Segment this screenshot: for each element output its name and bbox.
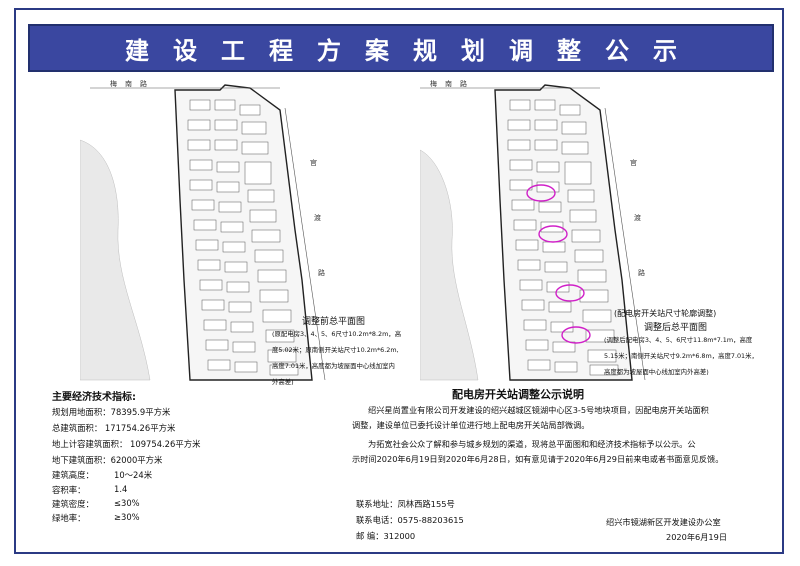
road-label: 梅: [430, 80, 437, 88]
caption-after-line: (调整后配电房3、4、5、6尺寸11.8m*7.1m，高度: [604, 336, 753, 344]
contact-postcode: 邮 编：312000: [356, 531, 416, 541]
notice-paragraph: 绍兴星尚置业有限公司开发建设的绍兴越城区镜湖中心区3-5号地块项目，因配电房开关…: [368, 405, 709, 415]
signature-date: 2020年6月19日: [666, 532, 728, 542]
notice-paragraph: 示时间2020年6月19日到2020年6月28日，如有意见请于2020年6月29…: [352, 454, 724, 464]
title-banner: 建设工程方案规划调整公示: [28, 24, 774, 72]
road-label: 路: [140, 80, 147, 88]
signature-org: 绍兴市镜湖新区开发建设办公室: [606, 517, 721, 527]
stat-row: 建筑密度：≤30%: [52, 498, 140, 509]
caption-after-line: 高度都为坡屋面中心线加室内外高差): [604, 368, 709, 376]
stat-row: 规划用地面积：78395.9平方米: [52, 407, 171, 417]
caption-before-line: 度5.02米；原南侧开关站尺寸10.2m*6.2m,: [272, 346, 399, 354]
caption-after-line: 5.15米；南侧开关站尺寸9.2m*6.8m，高度7.01米，: [604, 352, 758, 360]
stat-row: 地下建筑面积：62000平方米: [52, 455, 163, 465]
road-label: 官: [310, 158, 317, 167]
notice-paragraph: 调整，建设单位已委托设计单位进行地上配电房开关站局部微调。: [352, 420, 590, 430]
contact-phone: 联系电话：0575-88203615: [356, 515, 464, 525]
highlight-ellipse: [526, 184, 556, 202]
road-label: 梅: [110, 80, 117, 88]
road-label: 渡: [314, 213, 321, 222]
notice-title: 配电房开关站调整公示说明: [452, 388, 584, 401]
road-label: 路: [318, 268, 325, 277]
site-plan-after: 梅 南 路 官 渡 路: [420, 80, 646, 381]
building-blocks: [187, 99, 299, 376]
building-blocks: [507, 99, 619, 376]
site-plan-before: 梅 南 路 官 渡 路: [80, 80, 326, 381]
road-label: 南: [125, 80, 132, 88]
highlight-ellipse: [561, 326, 591, 344]
road-label: 官: [630, 158, 637, 167]
contact-address: 联系地址：凤林西路155号: [356, 499, 455, 509]
stat-row: 容积率：1.4: [52, 484, 128, 495]
road-label: 路: [638, 268, 645, 277]
stat-row: 总建筑面积： 171754.26平方米: [52, 423, 176, 433]
caption-after-title-2: 调整后总平面图: [644, 323, 708, 333]
adjustment-highlights: [526, 184, 591, 344]
caption-before-title: 调整前总平面图: [302, 317, 366, 327]
caption-before-line: 外高差): [272, 378, 294, 386]
caption-before-line: (原配电房3、4、5、6尺寸10.2m*8.2m，高: [272, 330, 402, 338]
caption-after-title-1: (配电房开关站尺寸轮廓调整): [614, 309, 717, 318]
caption-before-line: 高度7.01米，高度都为坡屋面中心线加室内: [272, 362, 395, 370]
highlight-ellipse: [555, 284, 585, 302]
river-area: [420, 149, 479, 381]
road-label: 南: [445, 80, 452, 88]
highlight-ellipse: [538, 225, 568, 243]
river-area: [80, 139, 151, 381]
notice-paragraph: 为拓宽社会公众了解和参与城乡规划的渠道，现将总平面图和和经济技术指标予以公示。公: [368, 439, 696, 449]
outer-frame: [14, 8, 784, 554]
stat-row: 建筑高度：10～24米: [52, 470, 153, 480]
page-title: 建设工程方案规划调整公示: [125, 36, 701, 65]
stat-row: 绿地率：≥30%: [52, 512, 140, 523]
road-label: 渡: [634, 213, 641, 222]
stat-row: 地上计容建筑面积： 109754.26平方米: [52, 439, 201, 449]
stats-title: 主要经济技术指标:: [52, 392, 136, 403]
road-label: 路: [460, 80, 467, 88]
